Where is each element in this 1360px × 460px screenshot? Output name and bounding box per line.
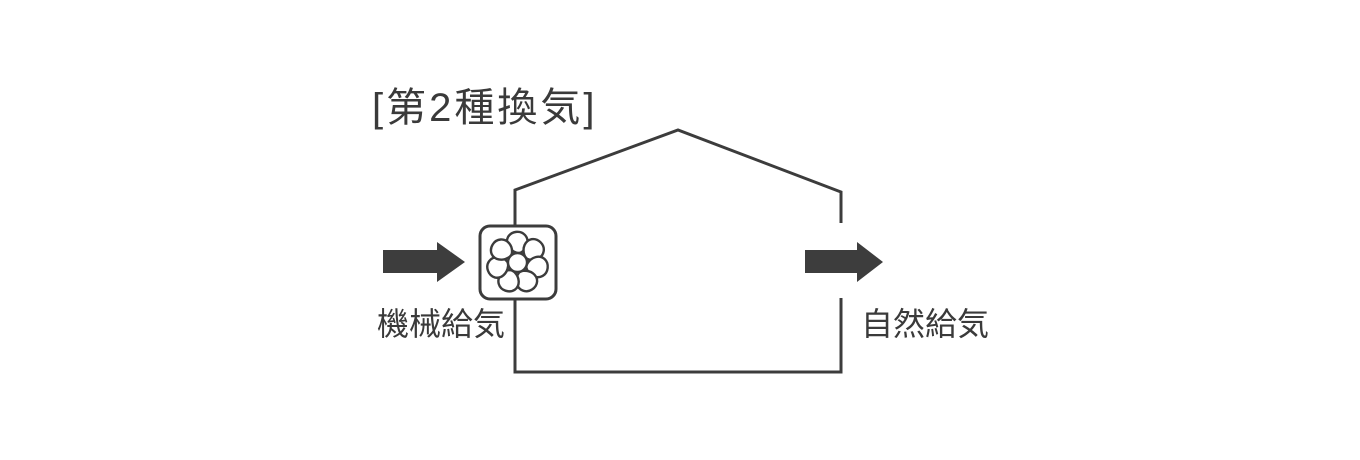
house-outline xyxy=(513,128,843,374)
diagram-title: [第2種換気] xyxy=(372,86,598,130)
fan-hub xyxy=(506,251,529,274)
mechanical-supply-label: 機械給気 xyxy=(377,306,506,342)
natural-supply-label: 自然給気 xyxy=(861,306,990,342)
outflow-arrow-icon xyxy=(805,242,883,282)
fan-icon xyxy=(478,224,558,301)
inflow-arrow-icon xyxy=(383,242,465,282)
